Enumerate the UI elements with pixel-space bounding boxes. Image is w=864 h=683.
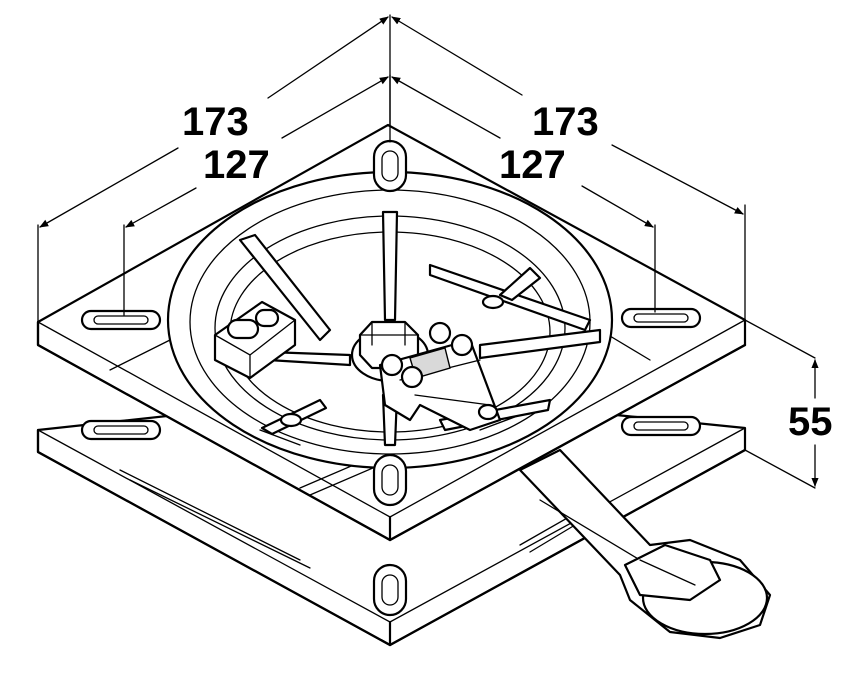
top-slot-front <box>372 453 408 507</box>
center-hub <box>350 320 502 432</box>
dimension-lines <box>37 14 819 489</box>
dim-height: 55 <box>788 400 833 444</box>
top-slot-back <box>372 139 408 193</box>
dim-inner-right: 127 <box>499 143 566 187</box>
dim-inner-left: 127 <box>203 143 270 187</box>
bottom-slot-left <box>80 419 162 441</box>
latch-block <box>213 300 297 380</box>
top-slot-left <box>80 309 162 331</box>
release-lever <box>518 448 772 640</box>
dim-outer-left: 173 <box>182 100 249 144</box>
bottom-slot-front <box>372 563 408 617</box>
ring-hole-left <box>279 412 303 428</box>
bottom-slot-right <box>620 415 702 437</box>
top-slot-right <box>620 307 702 329</box>
dim-outer-right: 173 <box>532 100 599 144</box>
ring-hole-right <box>481 294 505 310</box>
